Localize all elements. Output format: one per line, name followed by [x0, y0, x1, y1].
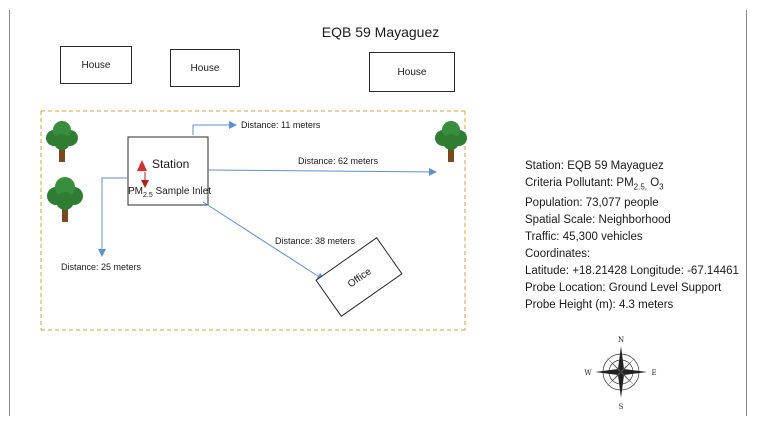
- sample-inlet-icon: [137, 160, 147, 171]
- compass-e: E: [651, 369, 656, 377]
- property-boundary: [40, 110, 466, 331]
- house-2: House: [170, 49, 240, 87]
- inlet-suffix: Sample Inlet: [152, 186, 212, 197]
- info-latlon: Latitude: +18.21428 Longitude: -67.14461: [525, 265, 739, 278]
- compass-s: S: [619, 403, 624, 411]
- info-probe-location: Probe Location: Ground Level Support: [525, 282, 722, 295]
- west-distance-label: Distance: 25 meters: [61, 262, 142, 272]
- tree-icon: [47, 177, 83, 222]
- house-1-label: House: [81, 59, 111, 71]
- house-3: House: [369, 52, 455, 92]
- west-distance-arrow: [98, 177, 128, 257]
- tree-icon: [46, 121, 78, 162]
- info-station: Station: EQB 59 Mayaguez: [525, 160, 664, 172]
- info-population: Population: 73,077 people: [525, 197, 659, 210]
- house-1: House: [60, 46, 132, 84]
- station-info-panel: Station: EQB 59 Mayaguez Criteria Pollut…: [525, 158, 739, 314]
- inlet-prefix: PM: [128, 186, 143, 197]
- inlet-sub: 2.5: [143, 192, 153, 199]
- sample-inlet-label: PM2.5 Sample Inlet: [128, 186, 211, 199]
- info-spatial-scale: Spatial Scale: Neighborhood: [525, 214, 671, 227]
- compass-n: N: [618, 336, 624, 344]
- north-distance-arrow: [192, 121, 237, 135]
- info-coordinates: Coordinates:: [525, 248, 591, 261]
- diagram-title: EQB 59 Mayaguez: [321, 24, 440, 40]
- house-3-label: House: [397, 66, 427, 78]
- office-distance-arrow: [202, 201, 325, 281]
- compass-w: W: [584, 369, 592, 377]
- info-pollutant: Criteria Pollutant: PM2.5, O3: [525, 175, 739, 195]
- north-distance-label: Distance: 11 meters: [241, 120, 321, 130]
- info-traffic: Traffic: 45,300 vehicles: [525, 231, 643, 244]
- office-distance-label: Distance: 38 meters: [275, 236, 356, 246]
- tree-icon: [435, 121, 467, 162]
- pollutant-sub1: 2.5,: [633, 182, 647, 192]
- office-box: Office: [315, 237, 403, 317]
- pollutant-prefix: Criteria Pollutant: PM: [525, 177, 634, 189]
- info-probe-height: Probe Height (m): 4.3 meters: [525, 299, 674, 312]
- house-2-label: House: [190, 62, 220, 74]
- figure-frame: [9, 10, 747, 416]
- pollutant-sub2: 3: [659, 182, 664, 192]
- east-distance-arrow: [207, 167, 437, 176]
- compass-rose-icon: N S E W: [584, 336, 656, 411]
- pollutant-mid: O: [647, 177, 660, 189]
- east-distance-label: Distance: 62 meters: [298, 156, 379, 166]
- station-label: Station: [152, 157, 190, 171]
